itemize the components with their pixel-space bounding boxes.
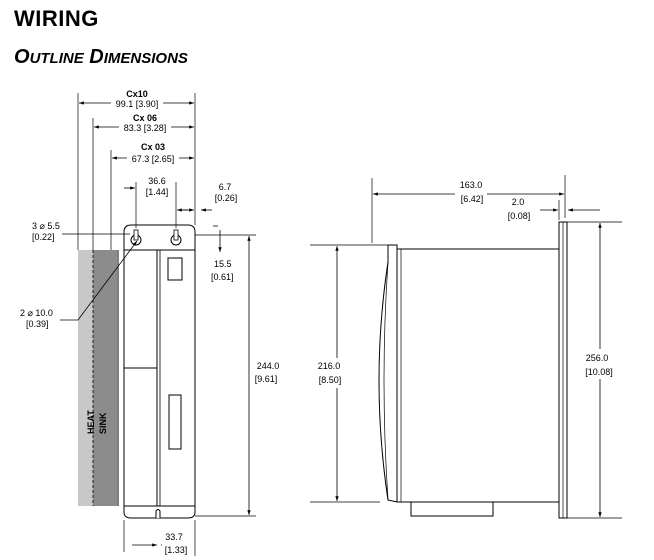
page-title: WIRING [14,6,99,31]
subtitle-initial-2: D [89,46,104,68]
front-view: HEAT SINK Cx10 99.1 [3.90] [20,89,288,557]
heat-sink-light [78,250,93,506]
depth-inch: [6.42] [461,194,484,204]
heat-label: HEAT [86,410,96,434]
front-cover [378,244,398,503]
connector [168,394,182,450]
right-offset-value: 6.7 [219,182,232,192]
height-right-value: 256.0 [586,353,609,363]
hole-diameter-inch: [0.39] [26,319,49,329]
height-value: 244.0 [257,361,280,371]
section-title: OUTLINE DIMENSIONS [14,46,188,69]
height-inch: [9.61] [255,374,278,384]
hole-diameter-value: 2 ⌀ 10.0 [20,308,53,318]
cx03-label: Cx 03 [141,142,165,152]
height-left-value: 216.0 [318,361,341,371]
bottom-block [410,501,494,517]
right-offset-inch: [0.26] [215,193,238,203]
drive-body-side [396,248,560,503]
cx03-value: 67.3 [2.65] [132,154,175,164]
height-right-inch: [10.08] [585,367,613,377]
cx10-value: 99.1 [3.90] [116,99,159,109]
depth-value: 163.0 [460,180,483,190]
height-left-inch: [8.50] [319,375,342,385]
subtitle-rest-1: UTLINE [29,50,84,67]
slot-diameter-inch: [0.22] [32,232,55,242]
subtitle-initial-1: O [14,46,30,68]
top-offset-inch: [0.61] [211,272,234,282]
flange-inch: [0.08] [508,211,531,221]
cx10-label: Cx10 [126,89,148,99]
sink-label: SINK [98,412,108,434]
slot-spacing-inch: [1.44] [146,187,169,197]
cx06-value: 83.3 [3.28] [124,123,167,133]
slot-spacing-value: 36.6 [148,176,166,186]
top-offset-value: 15.5 [214,259,232,269]
bottom-offset-inch: [1.33] [165,545,188,555]
flange-value: 2.0 [512,197,525,207]
side-view: 163.0 [6.42] 2.0 [0.08] 216.0 [8.50] 256… [310,175,622,519]
heat-sink-dark [93,250,117,506]
slot-diameter-value: 3 ⌀ 5.5 [32,221,60,231]
bottom-offset-value: 33.7 [165,532,183,542]
display-window [167,257,183,281]
bottom-slot [155,509,161,518]
drive-body-front [123,224,196,519]
cx06-label: Cx 06 [133,113,157,123]
subtitle-rest-2: IMENSIONS [103,50,188,67]
